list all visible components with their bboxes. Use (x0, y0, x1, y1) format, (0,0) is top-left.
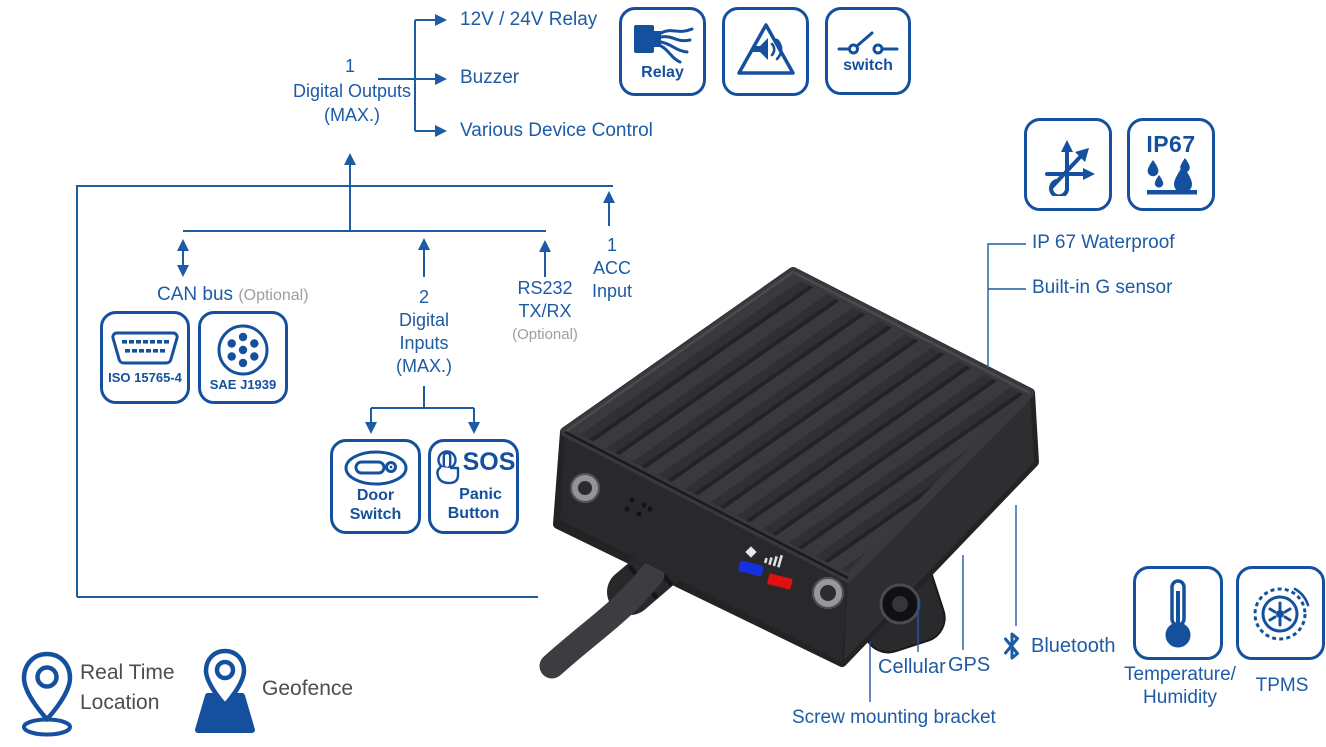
geofence-label: Geofence (262, 677, 354, 700)
outputs-count: 1 (344, 56, 356, 76)
tracker-device-illustration (539, 267, 1039, 679)
tire-icon (1253, 587, 1309, 641)
led-red (767, 573, 793, 590)
g-sensor-axes-tile (1024, 118, 1112, 211)
output-target-relay: 12V / 24V Relay (460, 9, 598, 30)
gsensor-label: Built-in G sensor (1032, 277, 1173, 298)
relay-icon-label: Relay (641, 64, 684, 82)
sos-label-line2: Button (447, 504, 500, 522)
device-cable (539, 561, 665, 679)
relay-icon (633, 25, 693, 64)
round-connector-icon (217, 324, 269, 376)
connector-lines (76, 14, 615, 598)
acc-input-stack: 1 ACC Input (592, 234, 632, 303)
location-pin-icon (21, 651, 73, 737)
bracket-label: Screw mounting bracket (792, 707, 996, 728)
obd-connector-icon (111, 331, 179, 365)
waterproof-label: IP 67 Waterproof (1032, 232, 1175, 253)
rs232-line2: TX/RX (518, 301, 572, 321)
relay-icon-tile: Relay (619, 7, 706, 96)
digital-inputs-stack: 2 Digital Inputs (MAX.) (396, 286, 452, 378)
tpms-label: TPMS (1255, 675, 1309, 696)
can-bus-label: CAN bus (157, 284, 234, 305)
acc-count: 1 (606, 235, 618, 255)
screw-right (812, 577, 844, 609)
sae-label: SAE J1939 (209, 377, 277, 393)
rs232-optional: (Optional) (512, 326, 578, 343)
ip67-tile: IP67 (1127, 118, 1215, 211)
switch-icon-label: switch (843, 56, 893, 74)
bluetooth-icon (1004, 632, 1019, 660)
iso-label: ISO 15765-4 (108, 370, 182, 386)
acc-line1: ACC (592, 258, 632, 278)
gps-label: GPS (948, 654, 991, 676)
inputs-line1: Digital (398, 310, 450, 330)
inputs-max: (MAX.) (396, 356, 452, 376)
can-bus-optional: (Optional) (238, 287, 309, 304)
acc-line2: Input (591, 281, 633, 301)
output-target-buzzer: Buzzer (460, 67, 520, 88)
iso-connector-tile: ISO 15765-4 (100, 311, 190, 404)
led-blue (738, 560, 764, 577)
rs232-line1: RS232 (517, 278, 573, 298)
sos-panic-tile: SOS Panic Button (428, 439, 519, 534)
outputs-name: Digital Outputs (292, 81, 412, 101)
press-finger-icon (435, 450, 459, 485)
sos-label-line1: Panic (459, 486, 502, 504)
bluetooth-label: Bluetooth (1031, 635, 1116, 657)
three-axis-arrows-icon (1045, 139, 1095, 196)
temperature-label-line2: Humidity (1143, 687, 1217, 708)
switch-icon-tile: switch (825, 7, 911, 95)
temperature-label-line1: Temperature/ (1124, 664, 1236, 685)
speaker-grille (624, 497, 653, 517)
ip67-badge-text: IP67 (1146, 131, 1196, 158)
inputs-line2: Inputs (399, 333, 449, 353)
switch-icon (837, 31, 899, 55)
status-glyphs (745, 546, 784, 568)
buzzer-icon (736, 22, 795, 75)
can-bus-label-row: CAN bus (Optional) (157, 284, 309, 306)
door-label-line1: Door (356, 487, 395, 505)
realtime-label-line2: Location (80, 691, 160, 714)
sae-connector-tile: SAE J1939 (198, 311, 288, 404)
buzzer-icon-tile (722, 7, 809, 96)
sos-big-text: SOS (462, 448, 516, 477)
water-drops-icon (1147, 157, 1197, 195)
tpms-tile (1236, 566, 1325, 660)
output-target-various: Various Device Control (460, 120, 653, 141)
door-label-line2: Switch (349, 505, 402, 523)
door-handle-icon (344, 450, 407, 486)
rs232-stack: RS232 TX/RX (Optional) (512, 277, 578, 346)
leader-lines (869, 243, 1026, 702)
door-switch-tile: Door Switch (330, 439, 421, 534)
thermometer-icon (1165, 579, 1191, 648)
geofence-icon (195, 648, 255, 733)
inputs-count: 2 (418, 287, 429, 307)
cellular-label: Cellular (878, 656, 946, 678)
temperature-tile (1133, 566, 1223, 660)
outputs-max: (MAX.) (324, 105, 380, 125)
realtime-label-line1: Real Time (80, 661, 175, 684)
screw-left (570, 473, 600, 503)
